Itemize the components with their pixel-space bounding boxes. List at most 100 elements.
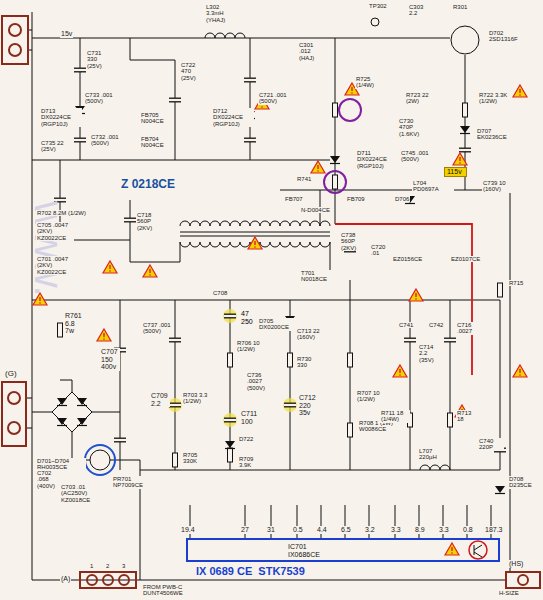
part-label: T701 N0018CE	[300, 270, 342, 283]
connector-label: 2	[105, 563, 110, 569]
generated-stroke	[420, 465, 450, 470]
part-label: C701 .0047 (2KV) KZ0022CE	[36, 256, 74, 275]
pin-voltage: 0.8	[462, 526, 474, 534]
pin-voltage: 27	[240, 526, 250, 534]
part-label: C722 470 (25V)	[180, 62, 208, 81]
part-label: C301 .012 (HAJ)	[298, 42, 326, 61]
part-label: R725 (1/4W)	[355, 76, 385, 89]
connector-label: FROM PWB-C DUNT4506WE	[142, 584, 214, 597]
connector-label: 1	[89, 563, 94, 569]
pin-voltage: 19.4	[180, 526, 196, 534]
part-label: D711 DX0224CE (RGP10J)	[356, 150, 400, 169]
part-label: R715	[508, 280, 524, 286]
pin-voltage: 31	[266, 526, 276, 534]
part-label: C716 .0027	[456, 322, 482, 335]
part-label: D707 EK0236CE	[476, 128, 518, 141]
annotation: Z 0218CE	[120, 178, 176, 191]
part-label: R730 330	[296, 356, 322, 369]
part-label: R705 330K	[182, 452, 208, 465]
part-label: C713 22 (160V)	[296, 328, 324, 341]
connector-label: (G)	[4, 370, 18, 379]
part-label: D701~D704 RH0035CE	[36, 458, 86, 471]
part-label: 47 250	[240, 310, 256, 325]
part-label: R741	[296, 176, 312, 182]
part-label: D705 DX0200CE	[258, 318, 300, 331]
part-label: C703 .01 (AC250V) KZ0018CE	[60, 484, 110, 503]
capacitor-symbols	[54, 68, 506, 452]
part-label: C712 220 35v	[298, 394, 320, 417]
part-label: C740 220P	[478, 438, 504, 451]
part-label: L707 220µH	[418, 448, 448, 461]
connector-label: 3	[121, 563, 126, 569]
part-label: D702 2SD1316F	[488, 30, 530, 43]
transistor-highlight	[469, 541, 487, 559]
part-label: C709 2.2	[150, 392, 170, 407]
transistor-symbol	[474, 545, 482, 557]
generated-stroke	[130, 190, 330, 270]
part-label: L704 PD0697A	[412, 180, 454, 193]
highlight-wire	[335, 224, 472, 375]
part-label: C733 .001 (500V)	[84, 92, 116, 105]
part-label: R703 3.3 (1/2W)	[182, 392, 212, 405]
connector-label: H-SIZE	[498, 590, 520, 596]
part-label: PR701 NP7009CE	[112, 476, 154, 489]
part-label: D713 DX0224CE (RGP10J)	[40, 108, 82, 127]
thermistor-symbol	[90, 450, 110, 470]
part-label: C707 150 400v	[100, 348, 120, 371]
part-label: R709 3.9K	[238, 456, 262, 469]
part-label: R301	[452, 4, 468, 10]
pin-voltage: 4.4	[316, 526, 328, 534]
part-label: C705 .0047 (2KV) KZ0022CE	[36, 222, 74, 241]
resistor-symbols	[58, 103, 503, 467]
part-label: D708 D235CE	[508, 476, 540, 489]
part-label: FB709	[346, 196, 366, 202]
pin-voltage: 187.3	[484, 526, 504, 534]
transistor-symbol	[451, 26, 479, 54]
pin-voltage: 8.9	[414, 526, 426, 534]
part-label: D706	[394, 196, 410, 202]
part-label: C303 2.2	[408, 4, 432, 17]
wires	[26, 12, 510, 580]
part-label: C721 .001 (500V)	[258, 92, 290, 105]
part-label: FB705 N004CE	[140, 112, 172, 125]
part-label: R706 10 (1/2W)	[236, 340, 266, 353]
voltage-tag: 115v	[444, 167, 467, 177]
part-label: R702 8.2M (1/2W)	[36, 210, 108, 216]
warning-triangles	[33, 83, 527, 555]
part-label: C714 2.2 (35V)	[418, 344, 444, 363]
ic-heading: IX 0689 CE STK7539	[196, 565, 305, 577]
generated-stroke	[180, 221, 330, 226]
part-label: R713 18	[456, 410, 478, 423]
part-label: C745 .001 (500V)	[400, 150, 430, 163]
part-label: C742	[428, 322, 444, 328]
ic-label: IC701 IX0686CE	[288, 543, 330, 558]
part-label: R722 3.3K (1/2W)	[478, 92, 510, 105]
part-label: C720 .01	[370, 244, 396, 257]
highlight-circle	[324, 171, 346, 193]
highlight-circle	[85, 445, 115, 475]
part-label: C730 470P (1.6KV)	[398, 118, 430, 137]
part-label: C718 560P (2KV)	[136, 212, 166, 231]
pin-voltage: 3.2	[364, 526, 376, 534]
part-label: D722	[238, 436, 254, 442]
part-label: C708	[212, 290, 228, 296]
ic-block: IC701 IX0686CEIX 0689 CE STK7539	[186, 538, 500, 562]
part-label: EZ0107CE	[450, 256, 481, 262]
connector-label: (HS)	[508, 560, 524, 568]
pin-voltage: 6.5	[340, 526, 352, 534]
part-label: FB707	[284, 196, 304, 202]
generated-stroke	[205, 33, 245, 38]
part-label: C738 560P (2KV)	[340, 232, 370, 251]
connector-label: (A)	[60, 575, 71, 583]
part-label: C741	[398, 322, 414, 328]
connector-housing	[2, 16, 540, 588]
part-label: C702 .068 (400V)	[36, 470, 60, 489]
part-label: C735 22 (25V)	[40, 140, 68, 153]
part-label: TP302	[368, 3, 388, 9]
part-label: D712 DX0224CE (RGP10J)	[212, 108, 254, 127]
part-label: C731 330 (25V)	[86, 50, 114, 69]
part-label: C732 .001 (500V)	[90, 134, 122, 147]
part-label: EZ0156CE	[392, 256, 423, 262]
